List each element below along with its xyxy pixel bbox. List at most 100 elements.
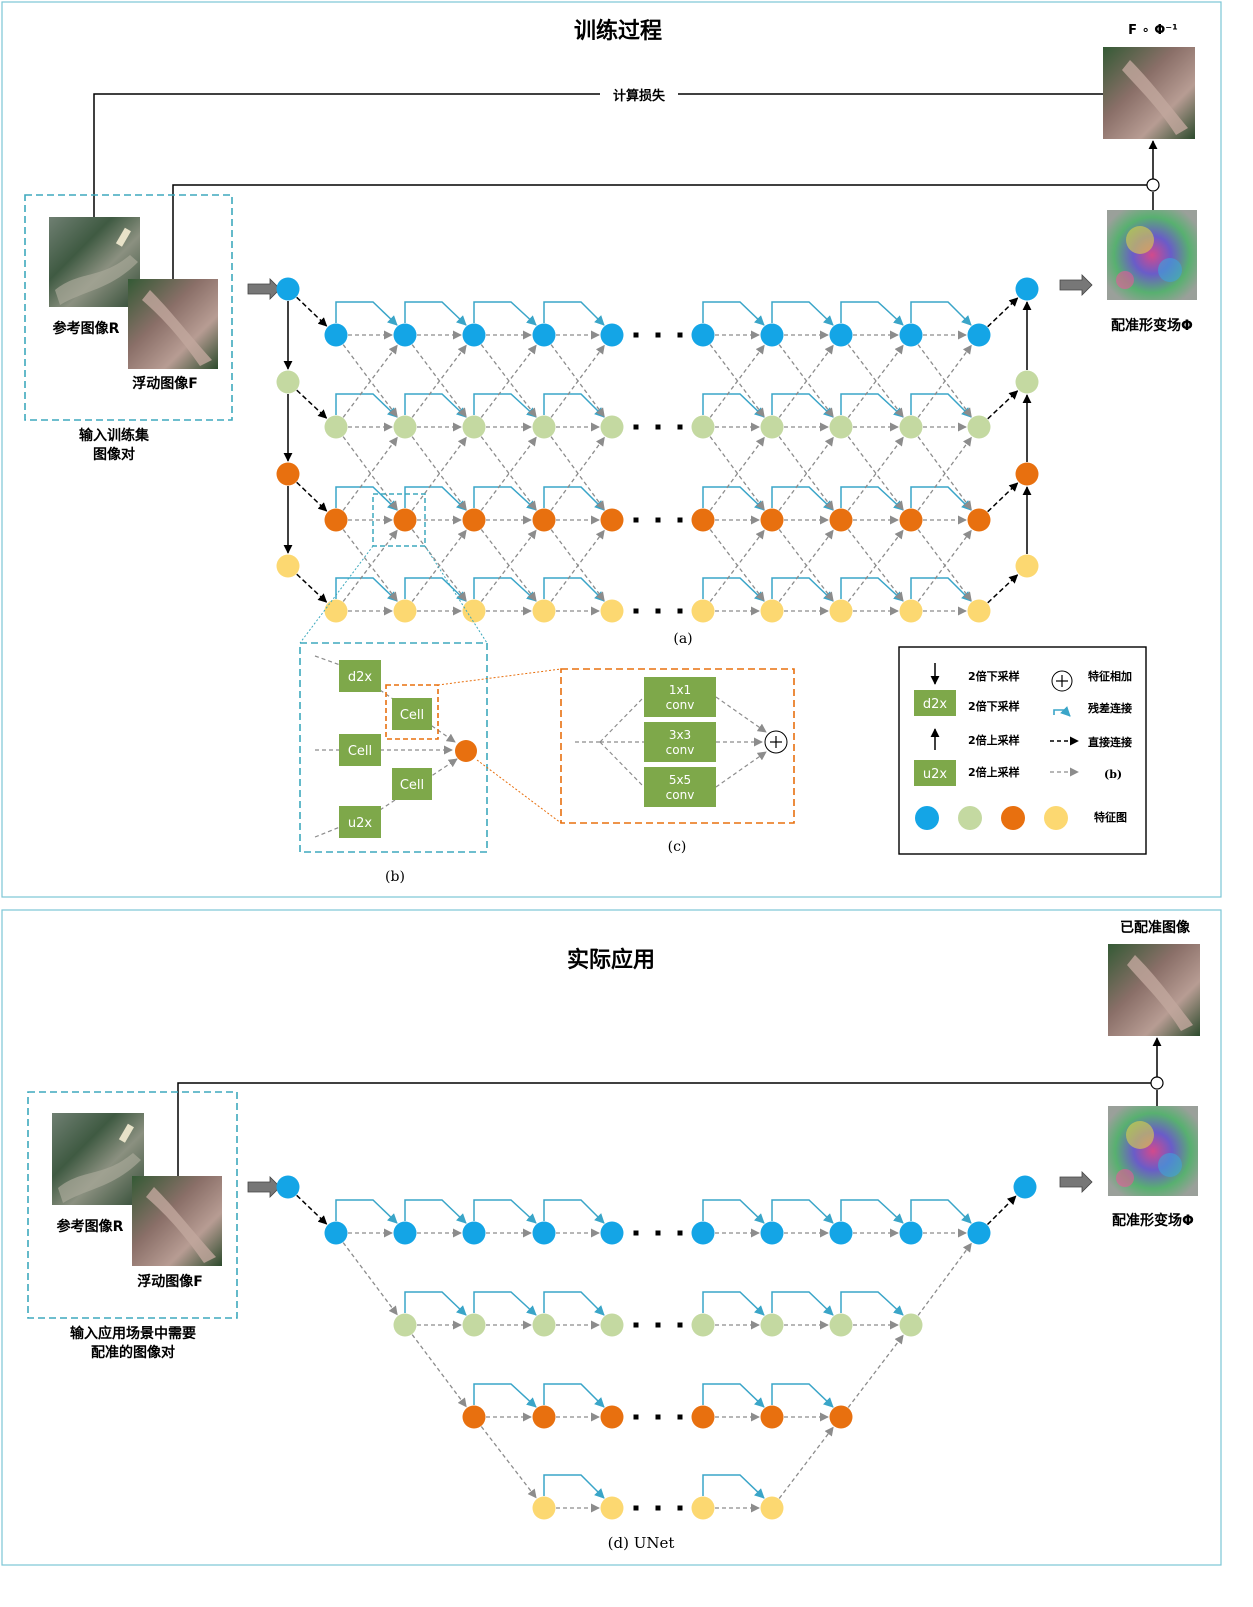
ellipsis-dots bbox=[677, 608, 683, 614]
upsample-path bbox=[778, 529, 834, 602]
residual-connection bbox=[335, 301, 398, 326]
feature-map-node bbox=[967, 508, 991, 532]
svg-text:3x3: 3x3 bbox=[669, 728, 691, 742]
legend-d2x-box: d2x bbox=[914, 690, 956, 716]
feature-map-node bbox=[760, 599, 784, 623]
apply-input-label-1: 输入应用场景中需要 bbox=[70, 1325, 196, 1342]
feature-map-node bbox=[899, 508, 923, 532]
ellipsis-dots bbox=[633, 1230, 639, 1236]
residual-connection bbox=[771, 393, 834, 418]
upsample-path bbox=[342, 529, 398, 602]
upsample-path bbox=[480, 436, 537, 511]
feature-map-node bbox=[691, 415, 715, 439]
encoder-node bbox=[276, 370, 300, 394]
feature-map-node bbox=[393, 599, 417, 623]
ellipsis-dots bbox=[655, 1322, 661, 1328]
ellipsis-dots bbox=[633, 517, 639, 523]
downsample-path bbox=[342, 436, 398, 511]
residual-connection bbox=[473, 486, 537, 511]
feature-map-node bbox=[760, 1496, 784, 1520]
svg-text:5x5: 5x5 bbox=[669, 773, 691, 787]
residual-connection bbox=[702, 577, 765, 602]
feature-map-node bbox=[462, 1313, 486, 1337]
downsample-path bbox=[847, 436, 904, 511]
feature-map-node bbox=[462, 1405, 486, 1429]
upsample-path bbox=[917, 1242, 972, 1316]
feature-map-node bbox=[462, 323, 486, 347]
u2x-box: u2x bbox=[339, 806, 381, 838]
legend-level3-dot bbox=[1001, 806, 1025, 830]
loss-label: 计算损失 bbox=[613, 88, 666, 104]
upsample-path bbox=[709, 344, 765, 418]
ellipsis-dots bbox=[677, 1505, 683, 1511]
residual-connection bbox=[473, 577, 537, 602]
warped-image bbox=[1103, 47, 1195, 139]
upsample-path bbox=[847, 436, 904, 511]
residual-connection bbox=[771, 1383, 834, 1408]
svg-text:d2x: d2x bbox=[348, 670, 373, 685]
feature-map-node bbox=[760, 1313, 784, 1337]
legend-downsample-box-label: 2倍下采样 bbox=[968, 699, 1020, 713]
legend-direct-label: 直接连接 bbox=[1088, 735, 1132, 749]
residual-connection bbox=[404, 393, 467, 418]
legend-u2x-box: u2x bbox=[914, 760, 956, 786]
apply-output-block-arrow bbox=[1059, 1171, 1093, 1193]
decoder-node bbox=[1015, 277, 1039, 301]
training-panel-frame bbox=[1, 1, 1222, 898]
residual-connection bbox=[543, 393, 605, 418]
ellipsis-dots bbox=[633, 1505, 639, 1511]
detail-b-arrows bbox=[314, 655, 458, 838]
legend-level1-dot bbox=[915, 806, 939, 830]
residual-connection bbox=[771, 486, 834, 511]
feature-map-node bbox=[532, 1405, 556, 1429]
residual-connection bbox=[702, 393, 765, 418]
warped-label: F ∘ Φ⁻¹ bbox=[1128, 23, 1178, 38]
residual-connection bbox=[771, 577, 834, 602]
direct-connection bbox=[987, 390, 1019, 420]
direct-connection bbox=[296, 1194, 328, 1225]
direct-connection bbox=[987, 482, 1019, 513]
residual-connection bbox=[473, 1383, 537, 1408]
apply-input-label-2: 配准的图像对 bbox=[91, 1344, 175, 1361]
training-title: 训练过程 bbox=[574, 18, 662, 44]
feature-map-node bbox=[600, 1313, 624, 1337]
residual-connection bbox=[335, 577, 398, 602]
feature-map-node bbox=[393, 415, 417, 439]
decoder-node bbox=[1015, 554, 1039, 578]
apply-deformation-field-image bbox=[1108, 1106, 1198, 1196]
feature-map-node bbox=[532, 1496, 556, 1520]
legend-residual-label: 残差连接 bbox=[1088, 701, 1132, 715]
svg-text:conv: conv bbox=[666, 788, 695, 802]
residual-connection bbox=[543, 1383, 605, 1408]
residual-connection bbox=[543, 577, 605, 602]
residual-connection bbox=[702, 1383, 765, 1408]
compose-node bbox=[1146, 178, 1160, 192]
feature-map-node bbox=[462, 599, 486, 623]
registered-image bbox=[1108, 944, 1200, 1036]
residual-connection bbox=[543, 301, 605, 326]
ellipsis-dots bbox=[633, 424, 639, 430]
residual-connection bbox=[543, 486, 605, 511]
input-block-arrow bbox=[247, 278, 281, 300]
residual-connection bbox=[543, 1474, 605, 1499]
upsample-path bbox=[709, 436, 765, 511]
caption-c: (c) bbox=[668, 839, 687, 855]
caption-a: (a) bbox=[673, 631, 692, 647]
ellipsis-dots bbox=[633, 332, 639, 338]
feature-map-node bbox=[393, 1313, 417, 1337]
input-label-2: 图像对 bbox=[93, 446, 135, 463]
upsample-path bbox=[342, 436, 398, 511]
feature-map-node bbox=[760, 415, 784, 439]
application-panel-frame bbox=[1, 909, 1222, 1566]
feature-map-node bbox=[324, 1221, 348, 1245]
apply-input-line bbox=[177, 1082, 1157, 1176]
ellipsis-dots bbox=[677, 424, 683, 430]
legend-downsample-label: 2倍下采样 bbox=[968, 669, 1020, 683]
ellipsis-dots bbox=[633, 1322, 639, 1328]
residual-connection bbox=[702, 1474, 765, 1499]
ellipsis-dots bbox=[677, 1414, 683, 1420]
legend-feature-add-label: 特征相加 bbox=[1088, 669, 1132, 683]
upsample-path bbox=[480, 344, 537, 418]
feature-map-node bbox=[600, 508, 624, 532]
